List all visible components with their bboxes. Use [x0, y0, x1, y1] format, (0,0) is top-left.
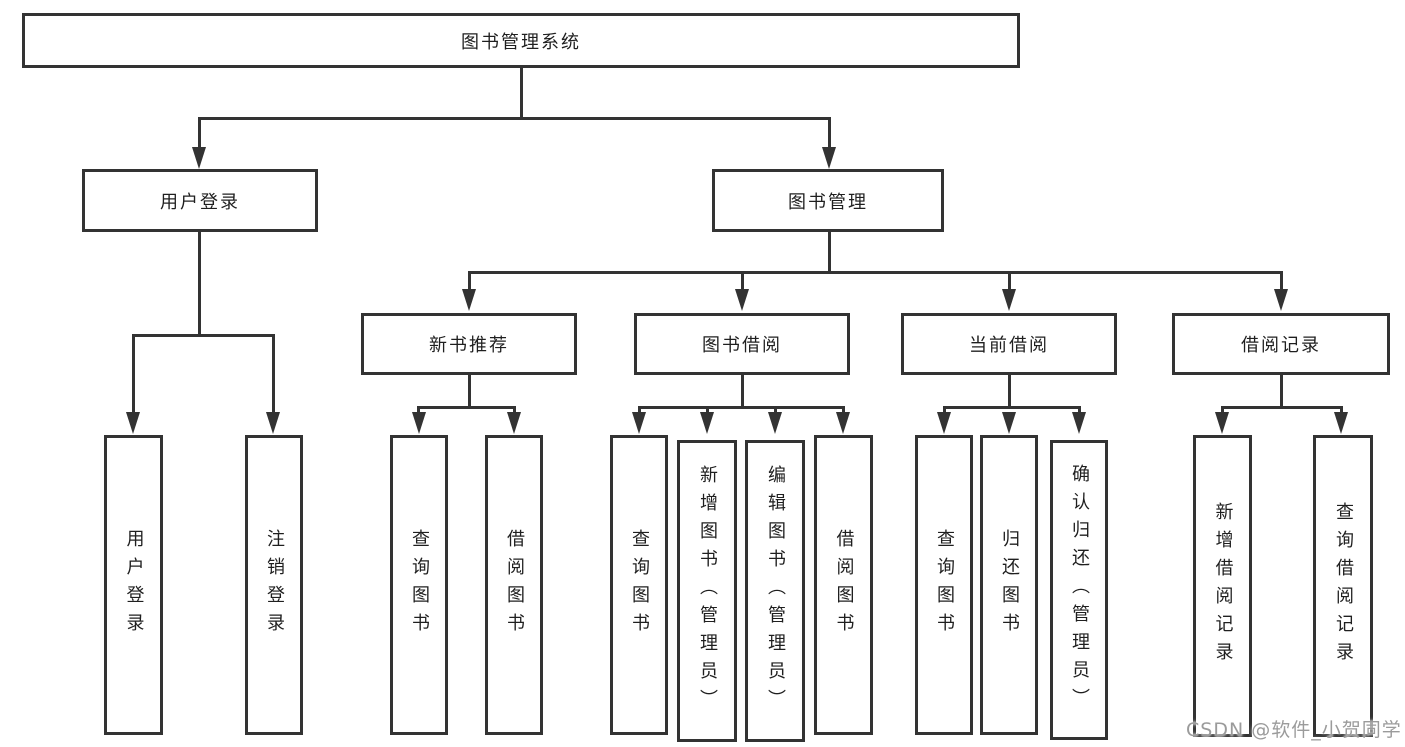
- arrowhead-icon: [768, 412, 782, 434]
- arrowhead-icon: [412, 412, 426, 434]
- connector-line: [943, 406, 1080, 409]
- connector-line: [132, 334, 275, 337]
- connector-line: [1280, 271, 1283, 292]
- leaf-label: 确认归还（管理员）: [1069, 464, 1090, 716]
- arrowhead-icon: [266, 412, 280, 434]
- node-book-management: 图书管理: [712, 169, 944, 232]
- leaf-label: 新增借阅记录: [1212, 502, 1234, 670]
- connector-line: [828, 231, 831, 273]
- connector-line: [468, 374, 471, 408]
- leaf-label: 编辑图书（管理员）: [765, 465, 786, 717]
- arrowhead-icon: [1072, 412, 1086, 434]
- csdn-watermark: CSDN @软件_小贺同学: [1186, 719, 1402, 741]
- connector-line: [198, 117, 201, 149]
- node-user-login: 用户登录: [82, 169, 318, 232]
- connector-line: [417, 406, 516, 409]
- leaf-confirm-return-admin: 确认归还（管理员）: [1050, 440, 1108, 740]
- leaf-add-borrow-record: 新增借阅记录: [1193, 435, 1252, 737]
- leaf-label: 用户登录: [123, 529, 145, 641]
- arrowhead-icon: [1215, 412, 1229, 434]
- connector-line: [272, 334, 275, 414]
- connector-line: [132, 334, 135, 414]
- leaf-label: 查询借阅记录: [1333, 502, 1354, 670]
- leaf-edit-book-admin: 编辑图书（管理员）: [745, 440, 805, 742]
- connector-line: [468, 271, 1282, 274]
- connector-line: [828, 117, 831, 149]
- leaf-query-book-borrow: 查询图书: [610, 435, 668, 735]
- node-borrow-records: 借阅记录: [1172, 313, 1390, 375]
- arrowhead-icon: [836, 412, 850, 434]
- connector-line: [741, 271, 744, 292]
- node-current-borrow: 当前借阅: [901, 313, 1117, 375]
- connector-line: [198, 231, 201, 336]
- arrowhead-icon: [632, 412, 646, 434]
- connector-line: [1008, 374, 1011, 408]
- leaf-label: 注销登录: [264, 529, 285, 641]
- arrowhead-icon: [1334, 412, 1348, 434]
- arrowhead-icon: [462, 289, 476, 311]
- connector-line: [1008, 271, 1011, 292]
- connector-line: [520, 66, 523, 119]
- leaf-label: 查询图书: [934, 529, 955, 641]
- leaf-add-book-admin: 新增图书（管理员）: [677, 440, 737, 742]
- leaf-query-book-recommend: 查询图书: [390, 435, 448, 735]
- leaf-label: 查询图书: [629, 529, 650, 641]
- connector-line: [1221, 406, 1342, 409]
- leaf-label: 归还图书: [999, 529, 1020, 641]
- connector-line: [198, 117, 831, 120]
- leaf-query-book-current: 查询图书: [915, 435, 973, 735]
- leaf-borrow-book-recommend: 借阅图书: [485, 435, 543, 735]
- connector-line: [638, 406, 844, 409]
- leaf-return-book: 归还图书: [980, 435, 1038, 735]
- leaf-label: 新增图书（管理员）: [697, 465, 718, 717]
- arrowhead-icon: [1002, 289, 1016, 311]
- arrowhead-icon: [735, 289, 749, 311]
- arrowhead-icon: [1002, 412, 1016, 434]
- node-new-book-recommend: 新书推荐: [361, 313, 577, 375]
- leaf-borrow-book: 借阅图书: [814, 435, 873, 735]
- arrowhead-icon: [126, 412, 140, 434]
- arrowhead-icon: [937, 412, 951, 434]
- leaf-label: 借阅图书: [833, 529, 855, 641]
- arrowhead-icon: [1274, 289, 1288, 311]
- arrowhead-icon: [822, 147, 836, 169]
- node-book-borrow: 图书借阅: [634, 313, 850, 375]
- connector-line: [468, 271, 471, 292]
- leaf-logout: 注销登录: [245, 435, 303, 735]
- connector-line: [1280, 374, 1283, 408]
- node-root-system: 图书管理系统: [22, 13, 1020, 68]
- connector-line: [741, 374, 744, 408]
- arrowhead-icon: [192, 147, 206, 169]
- leaf-label: 借阅图书: [504, 529, 525, 641]
- arrowhead-icon: [507, 412, 521, 434]
- arrowhead-icon: [700, 412, 714, 434]
- leaf-user-login: 用户登录: [104, 435, 163, 735]
- leaf-query-borrow-record: 查询借阅记录: [1313, 435, 1373, 737]
- leaf-label: 查询图书: [409, 529, 430, 641]
